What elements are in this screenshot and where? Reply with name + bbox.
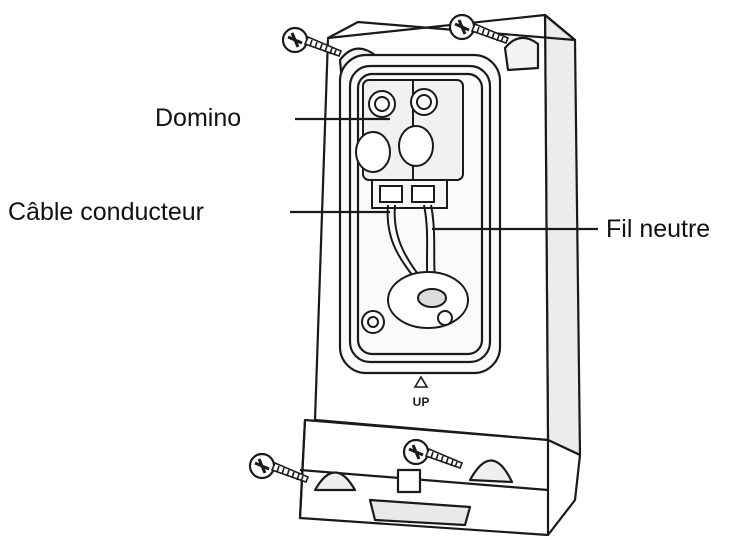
cable-entry-grommet [361,271,469,334]
domino-terminal-block [355,79,464,209]
leader-lines [290,117,598,231]
up-marker-text: UP [413,395,430,409]
label-neutral-wire: Fil neutre [606,215,711,243]
up-marker: UP [413,375,430,409]
bottom-bracket [298,418,582,537]
screw-bottom-left [248,452,310,484]
label-domino: Domino [155,104,242,132]
label-conductor-cable: Câble conducteur [8,198,204,226]
